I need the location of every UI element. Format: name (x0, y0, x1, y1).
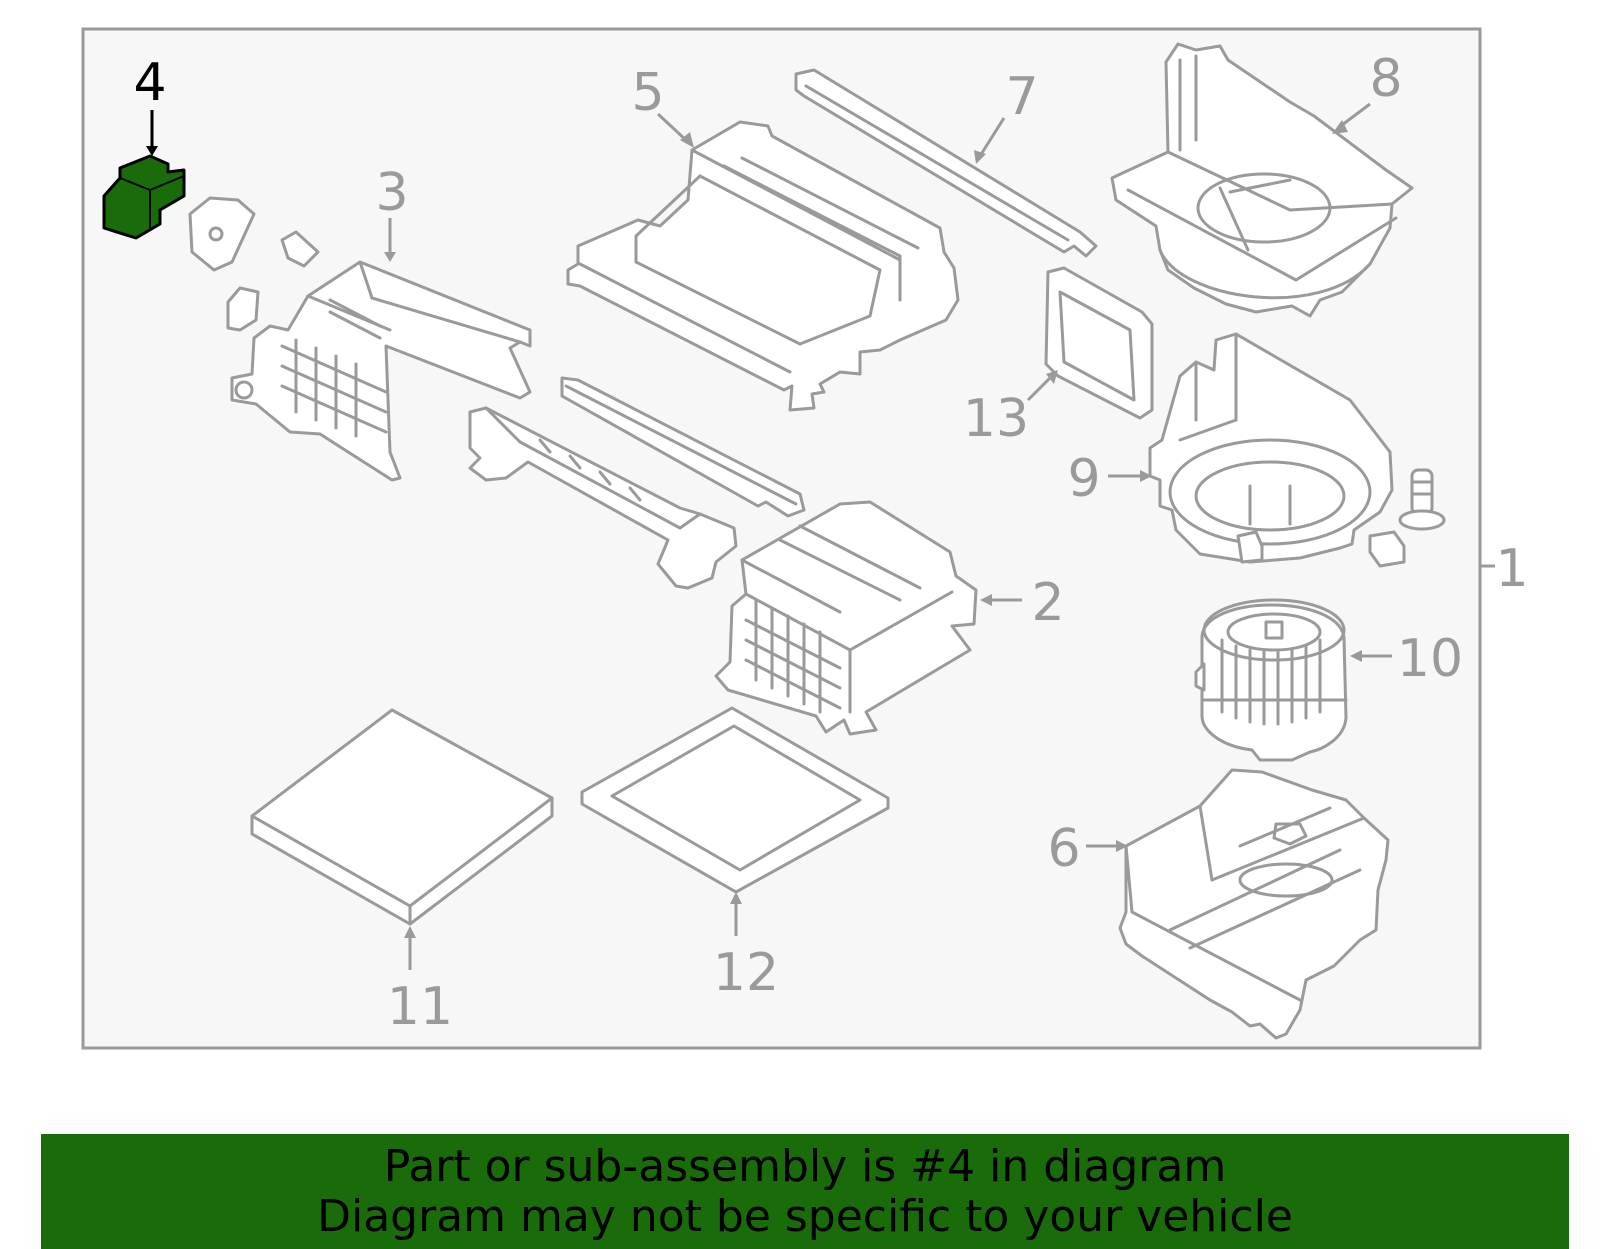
part-2[interactable] (714, 500, 978, 736)
callout-12: 12 (713, 943, 779, 1003)
callout-11: 11 (387, 977, 453, 1037)
part-4-highlighted[interactable] (102, 154, 186, 240)
part-5[interactable] (566, 120, 960, 412)
part-11[interactable] (250, 708, 554, 926)
part-8[interactable] (1110, 42, 1414, 318)
callout-9: 9 (1067, 449, 1100, 509)
banner-line-1: Part or sub-assembly is #4 in diagram (383, 1140, 1227, 1192)
part-7[interactable] (794, 68, 1098, 258)
callout-arrows (146, 102, 1392, 970)
callout-8: 8 (1369, 49, 1402, 109)
callout-1: 1 (1495, 539, 1528, 599)
part-6[interactable] (1118, 768, 1390, 1040)
part-13[interactable] (1044, 266, 1154, 420)
info-banner: Part or sub-assembly is #4 in diagram Di… (41, 1134, 1569, 1249)
callout-6: 6 (1047, 819, 1080, 879)
small-parts (188, 196, 320, 332)
parts-diagram: 4 3 5 7 8 13 9 1 2 10 6 12 11 (81, 27, 1529, 1050)
callout-13: 13 (963, 389, 1029, 449)
callout-10: 10 (1397, 629, 1463, 689)
part-9[interactable] (1148, 332, 1406, 568)
callout-3: 3 (375, 163, 408, 223)
callout-7: 7 (1005, 67, 1038, 127)
screw (1398, 468, 1446, 531)
part-3[interactable] (230, 260, 532, 482)
callout-2: 2 (1031, 573, 1064, 633)
callout-5: 5 (631, 63, 664, 123)
part-12[interactable] (580, 706, 890, 894)
part-10[interactable] (1194, 598, 1348, 762)
callout-4: 4 (133, 53, 166, 113)
part-strips (468, 376, 806, 590)
banner-line-2: Diagram may not be specific to your vehi… (317, 1190, 1293, 1242)
